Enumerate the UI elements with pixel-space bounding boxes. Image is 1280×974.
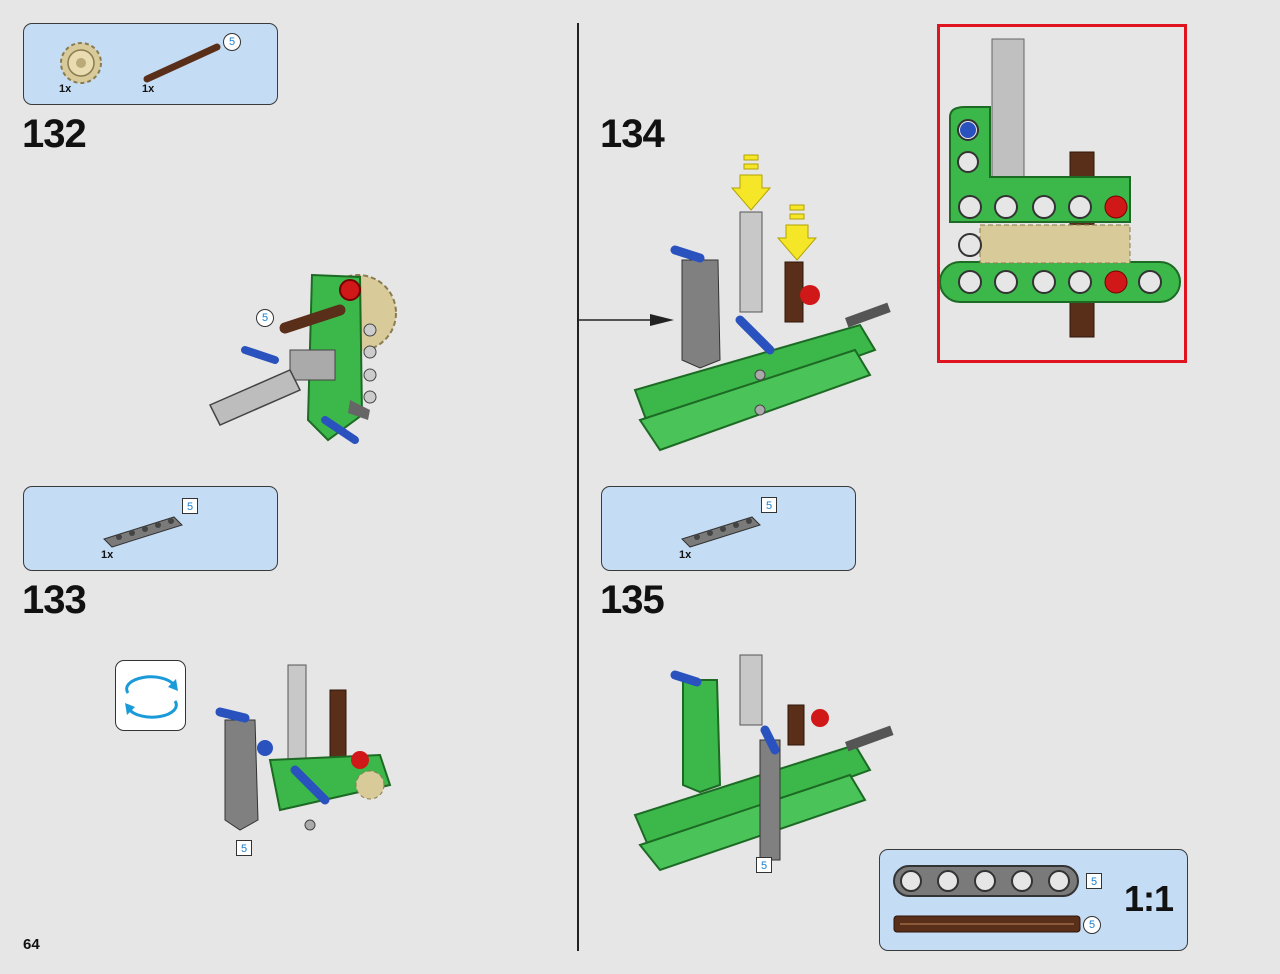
step-number-135: 135: [600, 578, 665, 622]
scale-ratio: 1:1: [1124, 878, 1174, 919]
detail-inset: [937, 24, 1187, 363]
gray-beam-icon: [103, 516, 183, 548]
tan-gear-icon: [60, 42, 102, 84]
page-number: 64: [23, 936, 40, 953]
callout-length-badge: 5: [256, 309, 274, 327]
step-132-model: [208, 273, 397, 444]
step-133-model: [215, 664, 392, 831]
step-number-132: 132: [22, 112, 87, 156]
length-badge: 5: [182, 498, 198, 514]
length-badge: 5: [756, 857, 772, 873]
step-135-model: [633, 654, 894, 872]
length-badge: 5: [1086, 873, 1102, 889]
length-badge: 5: [223, 33, 241, 51]
brown-axle-scale-icon: [893, 915, 1081, 933]
scale-box: 5 5 1:1: [879, 849, 1188, 951]
length-badge: 5: [236, 840, 252, 856]
part-qty: 1x: [59, 83, 72, 95]
parts-box-step-133: 5 1x: [23, 486, 278, 571]
step-number-133: 133: [22, 578, 87, 622]
part-qty: 1x: [679, 549, 692, 561]
step-number-134: 134: [600, 112, 665, 156]
part-qty: 1x: [142, 83, 155, 95]
length-badge: 5: [1083, 916, 1101, 934]
parts-box-step-132: 5 1x 1x: [23, 23, 278, 105]
arrow-icon: [578, 314, 674, 326]
gray-beam-scale-icon: [893, 865, 1079, 897]
gray-beam-icon: [681, 516, 761, 548]
part-qty: 1x: [101, 549, 114, 561]
length-badge: 5: [761, 497, 777, 513]
step-134-model: [633, 154, 891, 452]
parts-box-step-135: 5 1x: [601, 486, 856, 571]
rotate-model-icon: [115, 660, 186, 731]
column-divider: [577, 23, 579, 951]
brown-axle-icon: [143, 43, 221, 83]
